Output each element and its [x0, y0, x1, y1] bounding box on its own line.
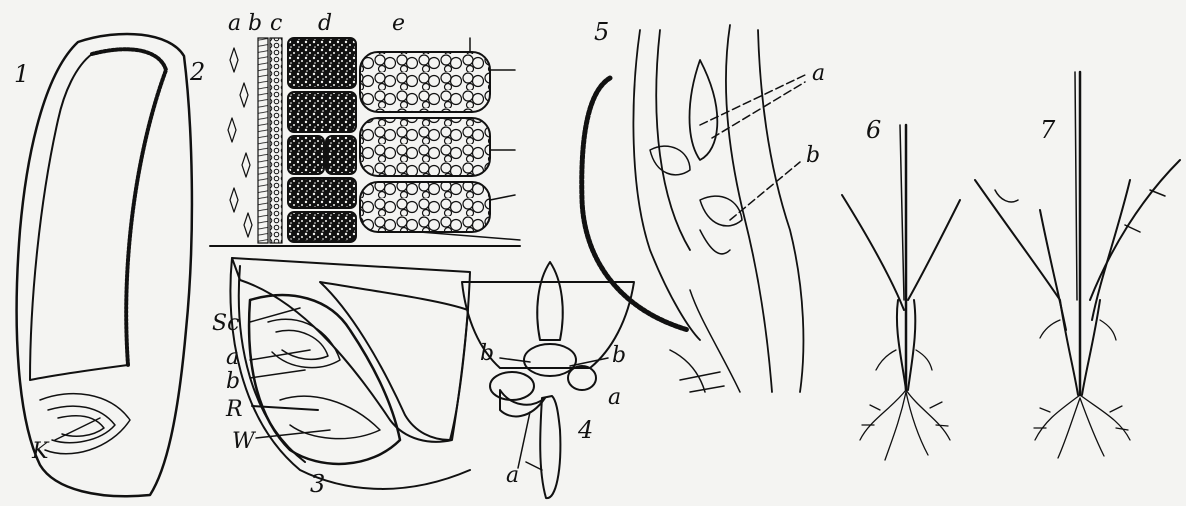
figure-number-4: 4 — [577, 416, 593, 444]
label-a-bottom-fig4: a — [506, 463, 519, 488]
label-col-e: e — [392, 11, 405, 36]
label-sc: Sc — [212, 311, 239, 336]
figure-3-embryo-section: 3 Sc a b R W — [212, 258, 470, 498]
layer-d-cells — [288, 38, 356, 242]
figure-number-2: 2 — [189, 58, 205, 86]
layer-e-cells — [360, 38, 520, 240]
figure-2-tissue-layers: 2 a b c d e — [189, 11, 520, 246]
coleoptile — [537, 262, 563, 340]
label-k: K — [31, 439, 50, 464]
layer-a-cells — [228, 48, 252, 237]
label-r: R — [225, 397, 243, 422]
figure-4-germinating-grain: 4 b b a a — [462, 262, 634, 498]
aleurone-layer — [92, 49, 166, 365]
figure-number-7: 7 — [1040, 116, 1056, 144]
seedling-7-roots — [1034, 320, 1130, 458]
layer-b — [258, 38, 268, 243]
figure-number-5: 5 — [594, 18, 609, 46]
layer-c — [270, 38, 282, 243]
coleoptile-sheath — [582, 78, 688, 330]
figure-number-6: 6 — [866, 116, 881, 144]
label-b-right-fig4: b — [612, 343, 626, 368]
label-b-fig3: b — [226, 369, 240, 394]
label-b-fig5: b — [806, 143, 820, 168]
figure-6-seedling: 6 — [842, 116, 960, 460]
radicle — [540, 396, 560, 498]
figure-5-stem-apex: 5 a b — [582, 18, 825, 392]
label-a-fig5: a — [812, 61, 825, 86]
label-col-b: b — [248, 11, 262, 36]
label-a-right-fig4: a — [608, 385, 621, 410]
label-col-d: d — [318, 11, 332, 36]
label-col-c: c — [270, 11, 282, 36]
figure-number-1: 1 — [14, 60, 29, 88]
label-col-a: a — [228, 11, 241, 36]
figure-1-grain: 1 K — [14, 34, 192, 496]
label-a-fig3: a — [226, 345, 239, 370]
label-b-left-fig4: b — [480, 341, 494, 366]
grain-outline — [17, 34, 192, 496]
figure-number-3: 3 — [310, 470, 325, 498]
figure-7-seedling: 7 — [975, 72, 1180, 458]
endosperm — [30, 49, 166, 380]
endosperm-region — [232, 258, 470, 442]
label-w: W — [232, 429, 257, 454]
